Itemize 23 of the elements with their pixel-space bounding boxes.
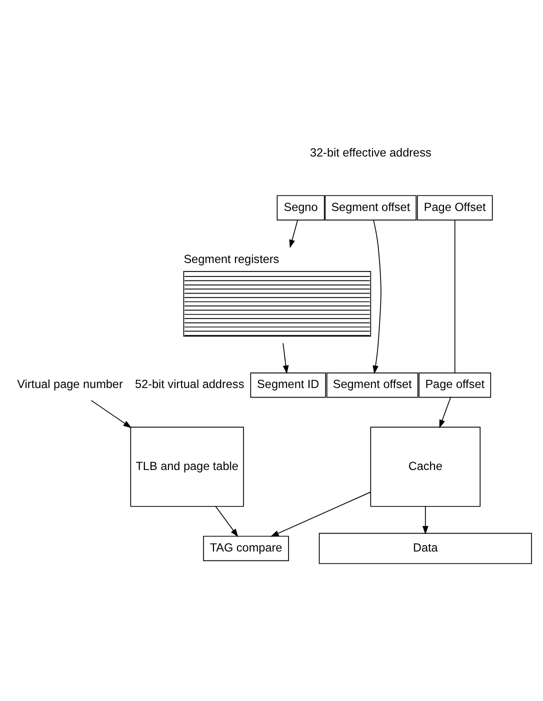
connector [454,219,456,373]
node-box: Page Offset [416,194,493,220]
node-box: Segno [276,194,325,220]
node-box: Segment offset [324,194,417,220]
node-box: Data [318,532,532,564]
node-box: TAG compare [203,535,289,561]
node-label: Segment registers [184,252,280,266]
node-box: Page offset [418,372,492,398]
node-box: TLB and page table [130,426,244,506]
arrow [372,219,382,374]
arrow [282,342,289,374]
arrow [289,219,298,248]
arrow [215,506,238,537]
arrow [422,506,428,534]
node-text: Virtual page number [17,378,123,391]
arrow [90,400,132,428]
arrow [270,491,372,536]
label: 32-bit effective address [310,146,432,160]
node-box: Cache [370,426,481,506]
node-box: Segment ID [250,372,326,398]
node-box: Segment offset [326,372,418,398]
arrow [439,396,452,428]
label: 52-bit virtual address [134,378,244,391]
